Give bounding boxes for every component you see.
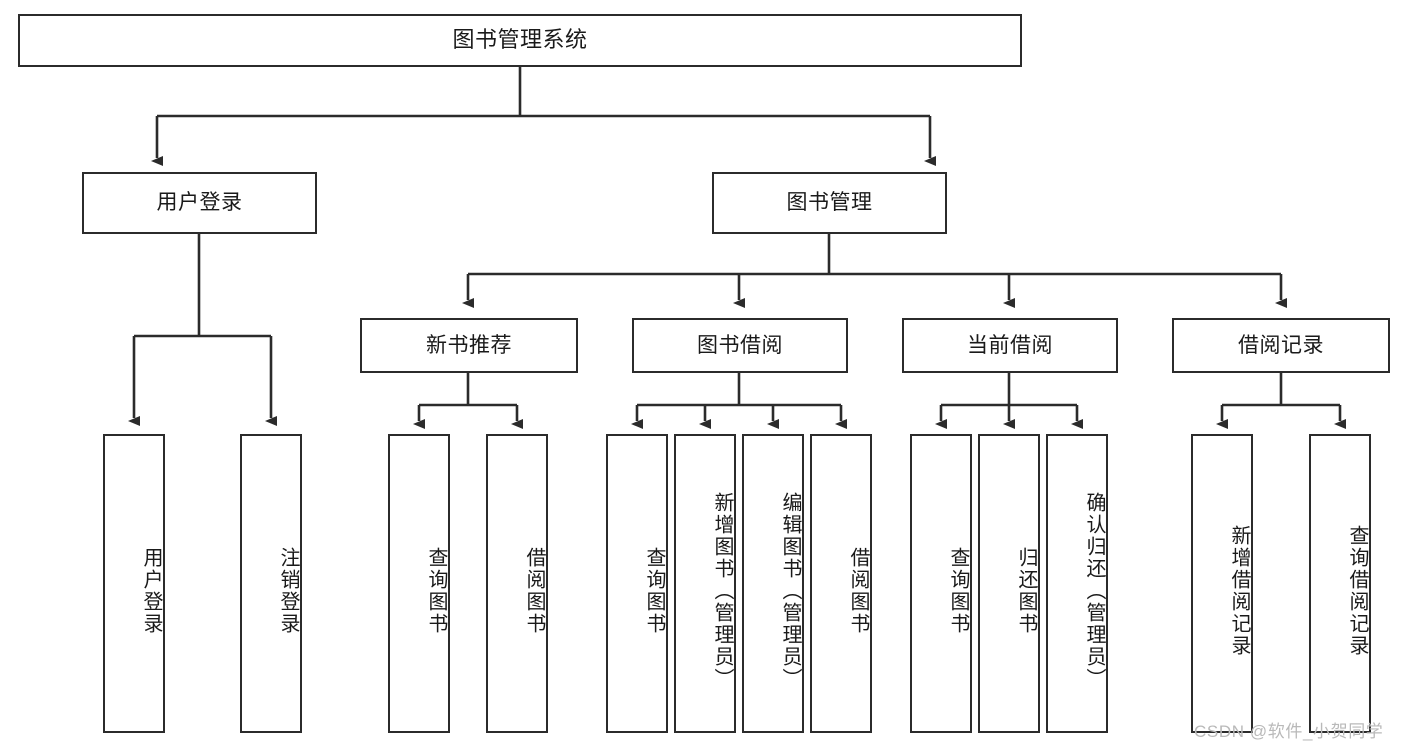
node-label: 新增图书（管理员）: [711, 491, 733, 690]
node-book-management[interactable]: 图书管理: [712, 172, 947, 234]
leaf-query-borrow-record[interactable]: 查询借阅记录: [1309, 434, 1371, 733]
leaf-query-book-recommend[interactable]: 查询图书: [388, 434, 450, 733]
leaf-query-book-borrow[interactable]: 查询图书: [606, 434, 668, 733]
leaf-logout[interactable]: 注销登录: [240, 434, 302, 733]
leaf-add-borrow-record[interactable]: 新增借阅记录: [1191, 434, 1253, 733]
leaf-user-login[interactable]: 用户登录: [103, 434, 165, 733]
leaf-query-book-current[interactable]: 查询图书: [910, 434, 972, 733]
leaf-confirm-return-admin[interactable]: 确认归还（管理员）: [1046, 434, 1108, 733]
node-label: 注销登录: [277, 546, 299, 635]
node-book-borrow[interactable]: 图书借阅: [632, 318, 848, 373]
node-label: 借阅图书: [847, 546, 869, 635]
node-label: 查询借阅记录: [1346, 524, 1368, 657]
leaf-return-book[interactable]: 归还图书: [978, 434, 1040, 733]
node-root-book-management-system[interactable]: 图书管理系统: [18, 14, 1022, 67]
leaf-borrow-book[interactable]: 借阅图书: [810, 434, 872, 733]
node-label: 新增借阅记录: [1228, 524, 1250, 657]
node-label: 当前借阅: [967, 333, 1053, 357]
node-label: 归还图书: [1015, 546, 1037, 635]
leaf-add-book-admin[interactable]: 新增图书（管理员）: [674, 434, 736, 733]
node-label: 查询图书: [643, 546, 665, 635]
node-label: 图书管理: [786, 191, 873, 215]
node-label: 确认归还（管理员）: [1083, 491, 1105, 690]
node-label: 新书推荐: [426, 333, 512, 357]
node-label: 用户登录: [156, 191, 243, 215]
node-label: 编辑图书（管理员）: [779, 491, 801, 690]
csdn-watermark: CSDN @软件_小贺同学: [1194, 722, 1384, 741]
node-label: 查询图书: [947, 546, 969, 635]
node-label: 图书借阅: [697, 333, 783, 357]
node-current-borrow[interactable]: 当前借阅: [902, 318, 1118, 373]
node-label: 借阅图书: [523, 546, 545, 635]
node-label: 图书管理系统: [452, 27, 588, 53]
node-label: 查询图书: [425, 546, 447, 635]
node-borrow-record[interactable]: 借阅记录: [1172, 318, 1390, 373]
node-label: 借阅记录: [1238, 333, 1324, 357]
leaf-borrow-book-recommend[interactable]: 借阅图书: [486, 434, 548, 733]
node-user-login[interactable]: 用户登录: [82, 172, 317, 234]
leaf-edit-book-admin[interactable]: 编辑图书（管理员）: [742, 434, 804, 733]
node-label: 用户登录: [140, 546, 162, 635]
node-new-book-recommend[interactable]: 新书推荐: [360, 318, 578, 373]
